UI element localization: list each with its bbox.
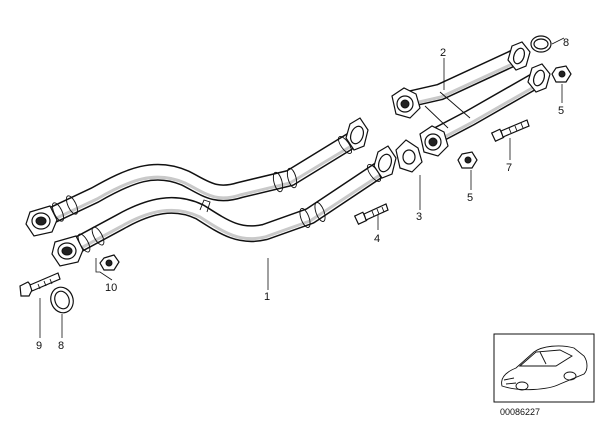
part-labels: 1 2 3 4 5 5 7 8 8 9 10 (36, 37, 569, 352)
part-label-5-upper: 5 (558, 105, 564, 117)
pipe-bracket (199, 199, 211, 213)
nut-part-5-lower (457, 151, 478, 169)
bolt-part-9 (19, 272, 61, 297)
part-label-1: 1 (264, 291, 270, 303)
inlet-flange-front (51, 235, 84, 267)
part-label-8-upper: 8 (563, 37, 569, 49)
outlet-flange-front (373, 145, 397, 179)
flange-upper-left (391, 87, 421, 119)
bolt-part-7 (490, 119, 530, 143)
part-label-4: 4 (374, 233, 380, 245)
seal-ring-part-8-lower (50, 286, 74, 314)
flange-lower-left (419, 125, 449, 157)
front-pipe-assembly (25, 117, 397, 267)
outlet-flange-rear (345, 117, 369, 151)
diagram-reference-code: 00086227 (500, 407, 540, 417)
part-label-5-lower: 5 (467, 192, 473, 204)
part-label-7: 7 (506, 162, 512, 174)
part-label-3: 3 (416, 211, 422, 223)
flange-upper-right (507, 41, 531, 71)
leader-lines (39, 37, 565, 338)
rear-pipe-assembly (391, 41, 551, 157)
bolt-part-4 (353, 203, 389, 226)
nut-part-5-upper (551, 65, 572, 83)
flange-lower-right (527, 63, 551, 93)
part-label-2: 2 (440, 47, 446, 59)
seal-ring-part-8-upper (530, 35, 552, 53)
part-label-8-lower: 8 (58, 340, 64, 352)
vehicle-thumbnail (493, 333, 595, 403)
part-label-10: 10 (105, 282, 117, 294)
car-silhouette-icon (501, 345, 588, 391)
inlet-flange-rear (25, 205, 58, 237)
nut-part-10 (99, 254, 120, 271)
part-label-9: 9 (36, 340, 42, 352)
flange-gasket (395, 139, 423, 173)
